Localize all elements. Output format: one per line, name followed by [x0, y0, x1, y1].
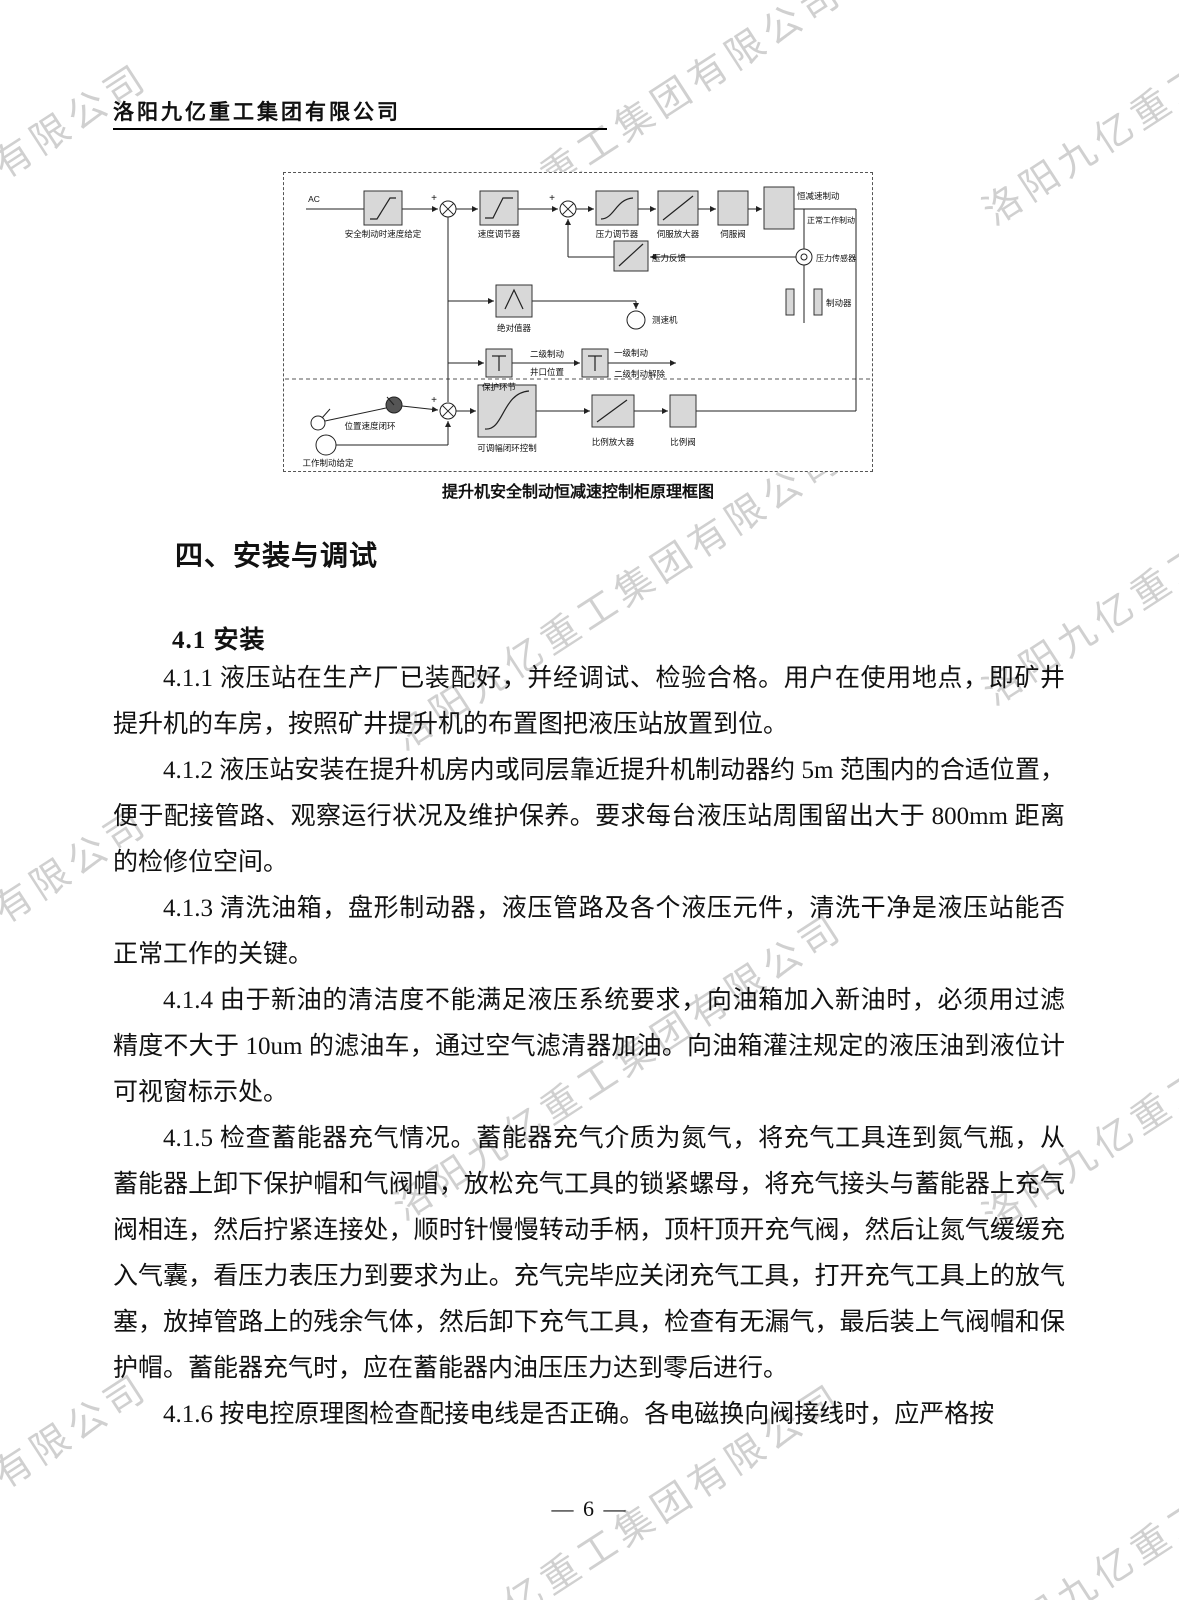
label-proportional-amplifier: 比例放大器 [592, 437, 635, 447]
label-pressure-regulator: 压力调节器 [596, 229, 639, 239]
block-adjustable-loop [477, 384, 537, 438]
block-safety-speed-setting [363, 190, 403, 226]
header-rule [113, 128, 607, 130]
paragraph-4-1-2: 4.1.2 液压站安装在提升机房内或同层靠近提升机制动器约 5m 范围内的合适位… [113, 757, 1065, 876]
label-secondary-brake-release: 二级制动解除 [614, 369, 666, 379]
label-brake: 制动器 [826, 298, 852, 308]
label-tachometer: 测速机 [652, 315, 678, 325]
diagram-svg: AC + + + 安全制动时速度给定 速度调节器 压力调节器 伺服放大器 伺服阀… [285, 186, 871, 468]
label-normal-work-brake: 正常工作制动 [807, 215, 855, 225]
label-ac: AC [308, 194, 320, 204]
label-secondary-brake: 二级制动 [530, 349, 565, 359]
diagram-labels: AC + + + 安全制动时速度给定 速度调节器 压力调节器 伺服放大器 伺服阀… [302, 191, 856, 468]
plus-sign: + [431, 193, 437, 204]
paragraph-4-1-5: 4.1.5 检查蓄能器充气情况。蓄能器充气介质为氮气，将充气工具连到氮气瓶，从蓄… [113, 1125, 1065, 1382]
tachometer-node [626, 310, 646, 330]
label-primary-brake: 一级制动 [614, 348, 649, 358]
block-symbols [370, 195, 694, 430]
label-safety-speed-setting: 安全制动时速度给定 [345, 229, 422, 239]
label-position-speed-loop: 位置速度闭环 [344, 421, 396, 431]
paragraph-4-1-3: 4.1.3 清洗油箱，盘形制动器，液压管路及各个液压元件，清洗干净是液压站能否正… [113, 895, 1065, 968]
paragraph-4-1-4: 4.1.4 由于新油的清洁度不能满足液压系统要求，向油箱加入新油时，必须用过滤精… [113, 987, 1065, 1106]
page-number: — 6 — [551, 1496, 628, 1521]
block-constant-decel [763, 186, 795, 230]
section-title: 四、安装与调试 [175, 540, 379, 571]
brake-pad-left [785, 288, 795, 316]
subsection-title: 4.1 安装 [172, 627, 266, 654]
plus-sign: + [431, 395, 437, 406]
block-servo-valve [717, 190, 749, 226]
label-servo-valve: 伺服阀 [720, 229, 746, 239]
label-proportional-valve: 比例阀 [670, 437, 696, 447]
body-text: 4.1.1 液压站在生产厂已装配好，并经调试、检验合格。用户在使用地点，即矿井提… [113, 656, 1065, 1438]
control-diagram: AC + + + 安全制动时速度给定 速度调节器 压力调节器 伺服放大器 伺服阀… [283, 172, 873, 472]
brake-pad-right [813, 288, 823, 316]
label-servo-amplifier: 伺服放大器 [657, 229, 700, 239]
diagram-nodes [310, 200, 813, 456]
paragraph-4-1-6: 4.1.6 按电控原理图检查配接电线是否正确。各电磁换向阀接线时，应严格按 [163, 1401, 995, 1428]
company-header: 洛阳九亿重工集团有限公司 [113, 100, 401, 124]
label-constant-decel-brake: 恒减速制动 [797, 191, 840, 201]
diagram-wires [306, 206, 857, 446]
plus-sign: + [549, 193, 555, 204]
position-dial [310, 415, 326, 431]
paragraph-4-1-1: 4.1.1 液压站在生产厂已装配好，并经调试、检验合格。用户在使用地点，即矿井提… [113, 665, 1065, 738]
label-wellhead-position: 井口位置 [530, 367, 565, 377]
block-speed-regulator [479, 190, 519, 226]
work-brake-dial [315, 434, 337, 456]
label-pressure-feedback: 压力反馈 [652, 253, 687, 263]
diagram-caption: 提升机安全制动恒减速控制柜原理框图 [441, 484, 714, 501]
block-proportional-valve [669, 394, 697, 428]
label-protection-link: 保护环节 [482, 382, 517, 392]
watermark: 洛阳九亿重工集团有限公司 [976, 0, 1179, 234]
label-work-brake-setting: 工作制动给定 [302, 458, 354, 468]
label-pressure-sensor: 压力传感器 [816, 253, 856, 263]
label-speed-regulator: 速度调节器 [478, 229, 521, 239]
label-adjustable-closed-loop: 可调幅闭环控制 [477, 443, 537, 453]
label-absolute-value: 绝对值器 [497, 323, 532, 333]
block-pressure-feedback [613, 240, 649, 272]
